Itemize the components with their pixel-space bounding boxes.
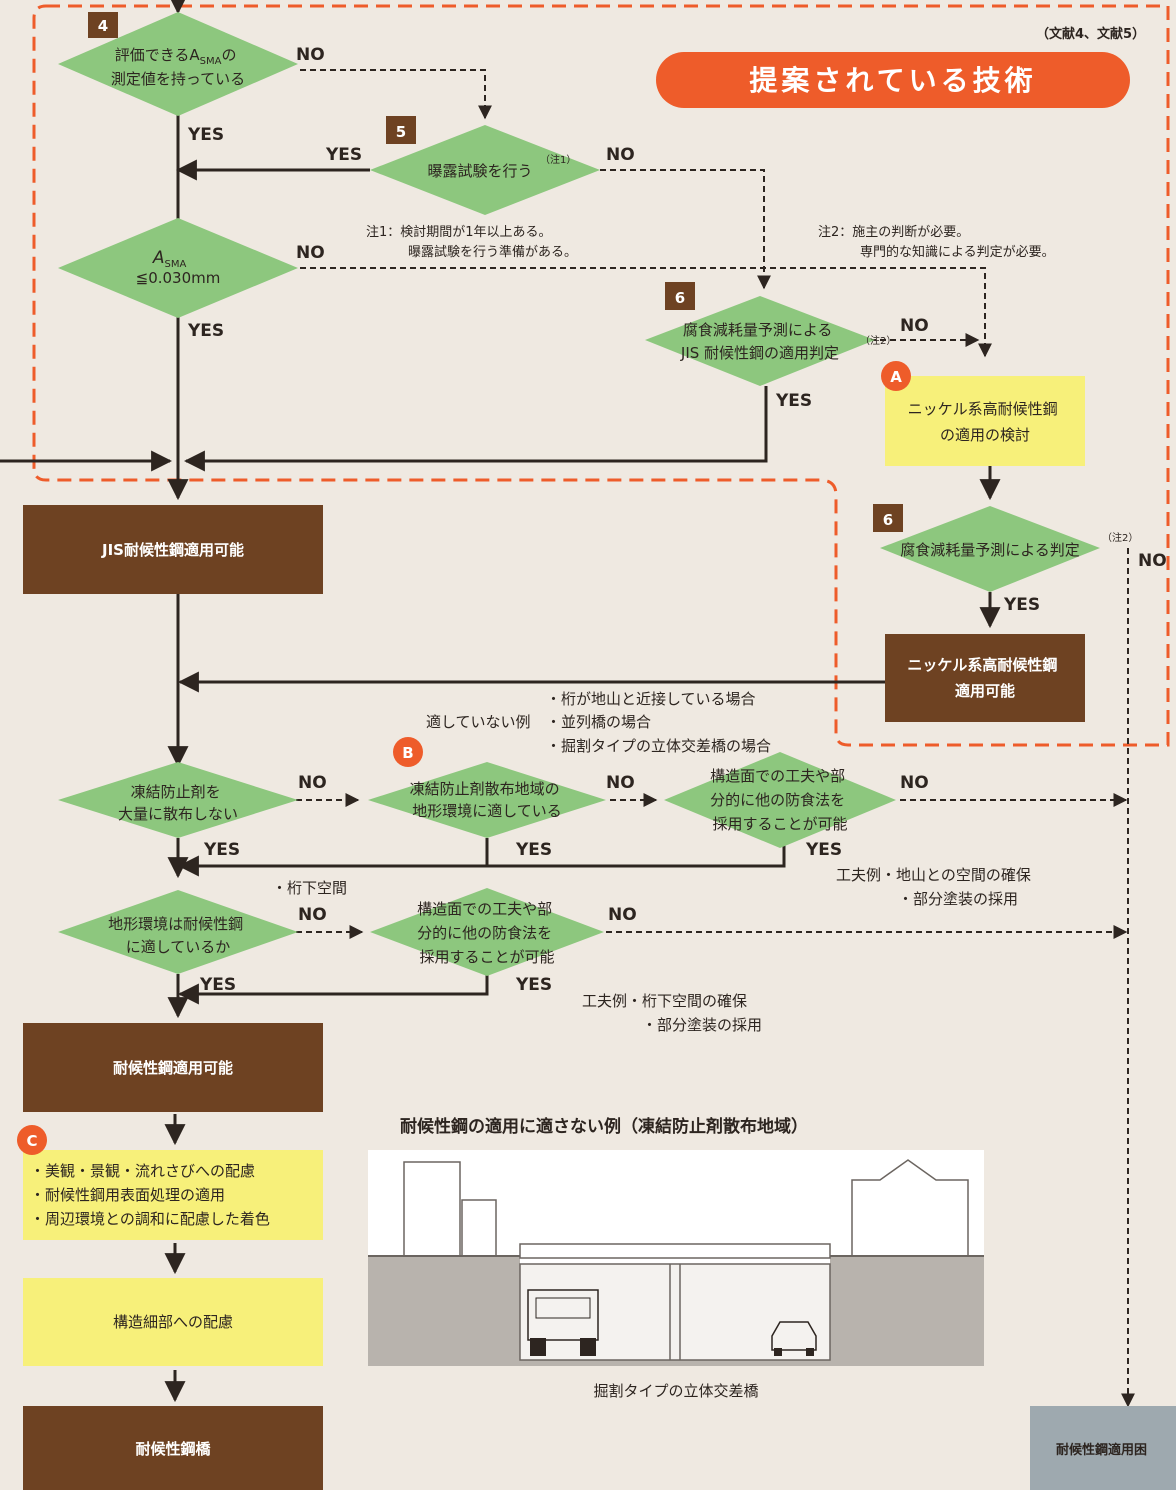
antifreeze-terrain-text: 凍結防止剤散布地域の 地形環境に適している: [410, 780, 565, 820]
label-no-5: NO: [606, 145, 635, 165]
jis-applicable-text: JIS耐候性鋼適用可能: [101, 541, 244, 559]
antifreeze-text: 凍結防止剤を 大量に散布しない: [118, 783, 238, 823]
note1-mark: （注1）: [540, 153, 576, 166]
weathering-bridge-text: 耐候性鋼橋: [135, 1440, 211, 1458]
process-nickel-consideration: [885, 376, 1085, 466]
label-no-B: NO: [606, 773, 635, 793]
step-6a-label: 6: [675, 289, 685, 307]
step-6b-badge: [873, 504, 903, 532]
example1-line1: 工夫例・地山との空間の確保: [836, 866, 1031, 884]
note2-line2: 専門的な知識による判定が必要。: [860, 244, 1055, 260]
unsuitable-item-1: ・桁が地山と近接している場合: [546, 690, 756, 708]
unsuitable-item-2: ・並列橋の場合: [546, 713, 651, 731]
label-yes-5: YES: [325, 145, 362, 165]
proposed-region-border: [32, 4, 1170, 747]
process-structural-details: [23, 1278, 323, 1366]
label-yes-4: YES: [187, 125, 224, 145]
illustration-title: 耐候性鋼の適用に適さない例（凍結防止剤散布地域）: [400, 1116, 808, 1137]
structural-1-text: 構造面での工夫や部 分的に他の防食法を 採用することが可能: [710, 767, 850, 833]
label-no-4: NO: [296, 45, 325, 65]
label-yes-6b: YES: [1003, 595, 1040, 615]
label-no-asma: NO: [296, 243, 325, 263]
note2-mark-a: （注2）: [860, 334, 896, 347]
note2-line1: 注2：施主の判断が必要。: [818, 225, 969, 240]
dashed-connectors: [296, 69, 1135, 1408]
label-yes-struct2: YES: [515, 975, 552, 995]
note2-mark-b: （注2）: [1102, 531, 1138, 544]
label-no-terrain: NO: [298, 905, 327, 925]
nickel-applicable-text: ニッケル系高耐候性鋼 適用可能: [907, 656, 1062, 700]
process-appearance: [23, 1150, 323, 1240]
label-yes-B: YES: [515, 840, 552, 860]
not-applicable-text: 耐候性鋼適用困: [1056, 1442, 1147, 1458]
step-5-badge: [386, 116, 416, 144]
marker-B-label: B: [402, 744, 413, 762]
marker-A-badge: [881, 361, 911, 391]
decision-asma-threshold: [58, 218, 298, 318]
marker-C-label: C: [26, 1132, 37, 1150]
label-no-6b: NO: [1138, 551, 1167, 571]
step-6b-label: 6: [883, 511, 893, 529]
example2-line2: ・部分塗装の採用: [642, 1016, 762, 1034]
label-no-struct1: NO: [900, 773, 929, 793]
decision-antifreeze: [58, 762, 298, 838]
weathering-applicable-text: 耐候性鋼適用可能: [113, 1059, 233, 1077]
result-weathering-applicable: [23, 1023, 323, 1112]
decision-terrain: [58, 890, 298, 974]
label-no-6a: NO: [900, 316, 929, 336]
structural-details-text: 構造細部への配慮: [113, 1313, 233, 1331]
example2-line1: 工夫例・桁下空間の確保: [582, 992, 747, 1010]
proposed-banner-text: 提案されている技術: [749, 64, 1036, 97]
label-no-struct2: NO: [608, 905, 637, 925]
result-nickel-applicable: [885, 634, 1085, 722]
step-6a-badge: [665, 282, 695, 310]
decision-corrosion-jis-text: 腐食減耗量予測による JIS 耐候性鋼の適用判定: [680, 321, 839, 362]
decision-corrosion-jis: [645, 296, 875, 386]
unsuitable-item-3: ・掘割タイプの立体交差橋の場合: [546, 737, 771, 755]
label-yes-terrain: YES: [199, 975, 236, 995]
marker-B-badge: [393, 737, 423, 767]
step-4-badge: [88, 12, 118, 38]
decision-structural-1: [664, 752, 896, 848]
step-4-label: 4: [98, 17, 108, 35]
asma-threshold-text: ASMA ≦0.030mm: [136, 248, 221, 287]
example1-line2: ・部分塗装の採用: [898, 890, 1018, 908]
proposed-banner: [656, 52, 1130, 108]
label-yes-6a: YES: [775, 391, 812, 411]
note1-line2: 曝露試験を行う準備がある。: [408, 244, 577, 260]
notes: 注1：検討期間が1年以上ある。 曝露試験を行う準備がある。 注2：施主の判断が必…: [272, 224, 1055, 1034]
decision-asma-text: 評価できるASMAの 測定値を持っている: [111, 46, 245, 88]
label-no-antifreeze: NO: [298, 773, 327, 793]
branch-labels: NO YES YES NO NO YES NO YES YES NO NO NO…: [187, 45, 1167, 995]
nickel-consideration-text: ニッケル系高耐候性鋼 の適用の検討: [908, 400, 1063, 444]
structural-2-text: 構造面での工夫や部 分的に他の防食法を 採用することが可能: [417, 900, 557, 966]
label-yes-asma: YES: [187, 321, 224, 341]
decision-exposure-test: [370, 125, 600, 215]
connectors: [0, 0, 1001, 1403]
terrain-text: 地形環境は耐候性鋼 に適しているか: [108, 915, 248, 956]
marker-C-badge: [17, 1125, 47, 1155]
references-text: （文献4、文献5）: [1036, 26, 1145, 42]
illustration-caption: 掘割タイプの立体交差橋: [593, 1382, 758, 1400]
label-yes-antifreeze: YES: [203, 840, 240, 860]
unsuitable-title: 適していない例: [426, 713, 531, 731]
decision-antifreeze-terrain: [368, 762, 606, 838]
step-5-label: 5: [396, 123, 406, 141]
label-yes-struct1: YES: [805, 840, 842, 860]
decision-corrosion-nickel: [880, 506, 1100, 592]
decision-exposure-text: 曝露試験を行う: [427, 162, 532, 180]
decision-corrosion-nickel-text: 腐食減耗量予測による判定: [900, 541, 1080, 559]
appearance-list: ・美観・景観・流れさびへの配慮 ・耐候性鋼用表面処理の適用 ・周辺環境との調和に…: [30, 1162, 270, 1228]
result-not-applicable: [1030, 1406, 1176, 1490]
illustration-cut-and-cover-bridge: [368, 1150, 984, 1366]
result-jis-applicable: [23, 505, 323, 594]
decision-structural-2: [370, 888, 604, 976]
note1-line1: 注1：検討期間が1年以上ある。: [366, 224, 552, 240]
marker-A-label: A: [890, 368, 902, 386]
girder-space-note: ・桁下空間: [272, 879, 347, 897]
result-weathering-bridge: [23, 1406, 323, 1490]
